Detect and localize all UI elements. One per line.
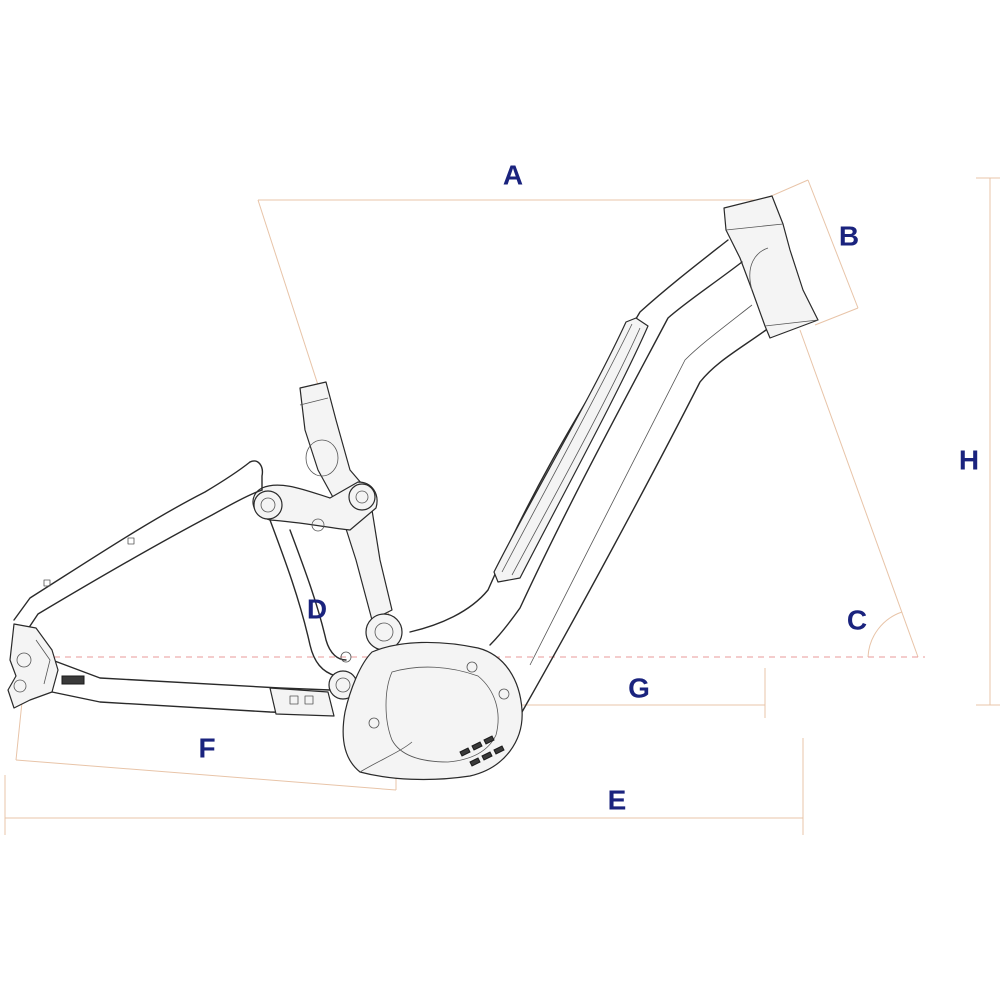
head-tube-gusset-curve: [749, 247, 769, 291]
rear-axle: [16, 652, 32, 668]
brake-mount: [61, 675, 85, 685]
battery-cover: [493, 317, 649, 583]
dim-label-a: A: [503, 160, 523, 191]
shock-strut-front: [269, 519, 337, 677]
dropout-detail: [35, 639, 51, 685]
seat-stay-cable-guide: [127, 537, 135, 545]
head-angle-arc: [867, 611, 903, 658]
down-tube-upper-edge: [489, 261, 743, 646]
dim-label-d: D: [307, 594, 327, 625]
motor-housing-inner: [385, 666, 499, 763]
rocker-bolt: [311, 518, 325, 532]
dim-f-tick-left: [15, 701, 23, 761]
head-tube-top-ring: [725, 223, 784, 231]
dim-label-g: G: [628, 673, 650, 704]
dim-label-f: F: [198, 733, 215, 764]
seat-tube-cutout: [305, 439, 339, 477]
seat-stay-upper: [13, 461, 251, 621]
chainstay-pivot-inner: [335, 677, 351, 693]
seat-stay-cable-guide-2: [43, 579, 51, 587]
motor-vent-slots: [459, 735, 505, 767]
chainstay-yoke: [269, 687, 335, 717]
chainstay-bolt-1: [289, 695, 299, 705]
seat-stay-tip: [249, 460, 264, 491]
seat-stay-lower: [25, 489, 263, 633]
seat-collar-line: [299, 397, 329, 406]
motor-bolt-2: [498, 688, 510, 700]
down-tube-inner-line: [529, 304, 753, 666]
rocker-pivot-front: [348, 483, 376, 511]
rear-dropout: [7, 623, 59, 709]
main-pivot-inner: [374, 622, 394, 642]
dim-line-f: [15, 759, 397, 791]
chainstay-bolt-2: [304, 695, 314, 705]
dim-line-b: [807, 179, 859, 309]
motor-cover-contour: [359, 741, 413, 773]
rocker-pivot-rear-inner: [260, 497, 276, 513]
dim-label-c: C: [847, 605, 867, 636]
dimension-labels: A B C D E F G H: [198, 160, 979, 816]
dim-label-h: H: [959, 445, 979, 476]
rocker-pivot-rear: [253, 490, 283, 520]
dim-label-e: E: [608, 785, 627, 816]
derailleur-hanger-bolt: [13, 679, 27, 693]
battery-cover-inner-line: [501, 323, 633, 573]
chainstay-upper: [51, 659, 331, 691]
motor-housing: [342, 641, 523, 781]
rocker-pivot-front-inner: [355, 490, 369, 504]
motor-bolt-3: [368, 717, 380, 729]
dim-b-tick-bottom: [814, 307, 859, 326]
dim-label-b: B: [839, 221, 859, 252]
head-tube-bottom-ring: [764, 319, 819, 327]
shock-strut-back: [289, 529, 347, 661]
head-tube: [723, 195, 819, 339]
battery-cover-inner-line-2: [511, 327, 641, 576]
top-tube-upper-edge: [409, 239, 729, 633]
motor-bolt-1: [466, 661, 478, 673]
head-tube-axis: [799, 329, 919, 658]
seat-tube-extension: [257, 199, 319, 386]
down-tube-lower-edge: [521, 329, 767, 713]
linkage-bolt: [340, 651, 352, 663]
bike-frame: [7, 195, 819, 781]
